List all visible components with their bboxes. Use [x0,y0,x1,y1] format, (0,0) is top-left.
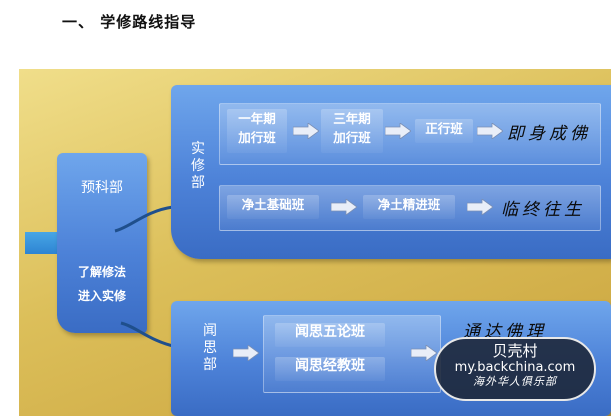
prep-department-panel: 预科部 了解修法 进入实修 [57,153,147,333]
three-year-preliminary-box: 三年期加行班 [321,109,383,153]
row1-arrow-2-icon [385,123,411,139]
section-heading: 一、 学修路线指导 [62,13,197,31]
row1-arrow-3-icon [477,123,503,139]
prep-title: 预科部 [81,180,123,196]
watermark-subtitle: 海外华人俱乐部 [473,375,557,388]
main-practice-box: 正行班 [415,119,473,143]
practice-row-1 [219,103,601,165]
wensi-label: 闻思部 [203,323,217,373]
practice-row-2 [219,185,601,231]
wensi-arrow-1-icon [233,345,259,361]
goal-buddhahood-text: 即身成佛 [507,124,591,144]
wensi-sutra-box: 闻思经教班 [275,357,385,381]
row1-arrow-1-icon [293,123,319,139]
pureland-basic-box: 净土基础班 [227,195,319,219]
prep-line-2: 进入实修 [77,289,126,303]
study-route-diagram: 预科部 了解修法 进入实修 实修部 一年期加行班 三年期加行班 正行班 即身成佛 [19,69,611,416]
row2-arrow-2-icon [467,199,493,215]
wensi-arrow-2-icon [411,345,437,361]
watermark-url: my.backchina.com [454,360,576,375]
prep-line-1: 了解修法 [77,265,126,279]
one-year-preliminary-box: 一年期加行班 [227,109,287,153]
backchina-watermark: 贝壳村 my.backchina.com 海外华人俱乐部 [434,337,596,401]
wensi-five-treatises-box: 闻思五论班 [275,323,385,347]
practice-label: 实修部 [191,141,205,191]
pureland-advanced-box: 净土精进班 [363,195,455,219]
watermark-title: 贝壳村 [492,342,538,360]
practice-department-panel: 实修部 一年期加行班 三年期加行班 正行班 即身成佛 净土基础班 净土精进班 临… [171,85,611,259]
row2-arrow-1-icon [331,199,357,215]
goal-rebirth-text: 临终往生 [501,200,585,220]
